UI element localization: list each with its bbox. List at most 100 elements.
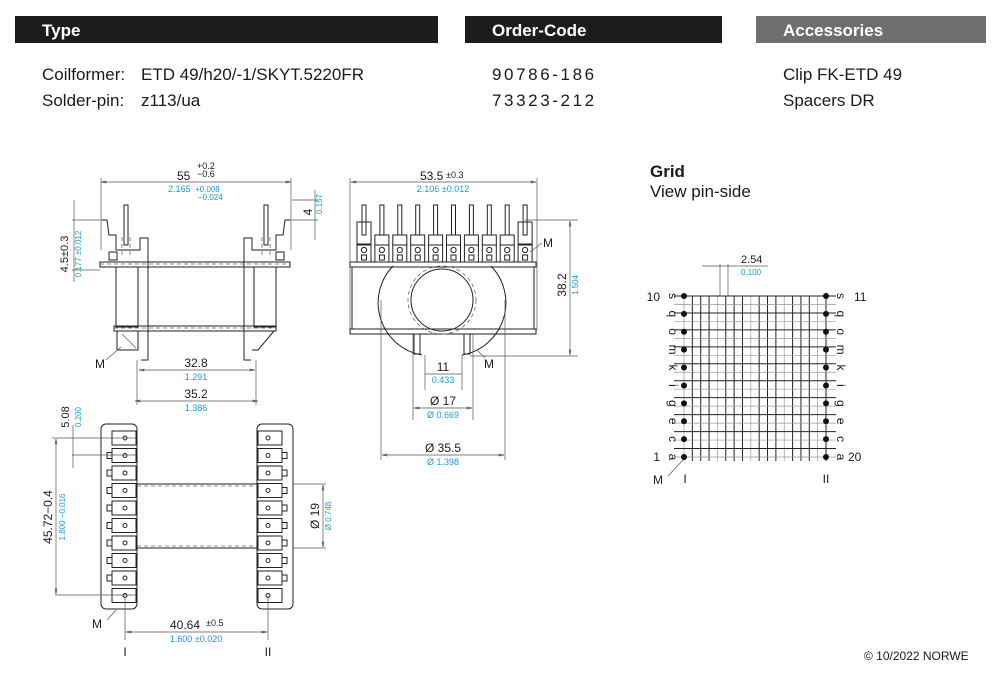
pin-row-length-in: 1.800 −0.016 [58, 493, 67, 540]
outer-width-in: 1.386 [185, 403, 208, 413]
coilformer-label: Coilformer: [42, 65, 126, 84]
front-marker-m-top: M [543, 236, 553, 250]
solder-pin-value: z113/ua [141, 91, 201, 110]
grid-pin-10: 10 [647, 290, 661, 304]
front-pin [410, 204, 426, 263]
grid-subtitle: View pin-side [650, 182, 751, 201]
front-pin [463, 204, 479, 263]
side-width-in: 2.165 [168, 184, 191, 194]
pin-spacing-tol: ±0.5 [206, 618, 223, 628]
grid-pitch-dim: 2.54 [741, 254, 762, 266]
side-label-ii: II [265, 645, 272, 659]
front-pin [374, 204, 390, 263]
bottom-pad-left [106, 553, 137, 568]
grid-pin-dot [681, 382, 687, 389]
flange-diameter-dim: Ø 35.5 [425, 441, 461, 455]
bottom-pad-right [257, 588, 283, 603]
bottom-pad-left [106, 500, 137, 516]
order-code-coilformer: 90786-186 [492, 65, 597, 84]
solder-pin-label: Solder-pin: [42, 91, 125, 110]
side-label-i: I [123, 645, 126, 659]
bottom-pad-left [106, 518, 137, 533]
bottom-pad-right [257, 483, 288, 498]
grid-pin-dot [823, 418, 829, 425]
bottom-pad-left [106, 483, 137, 498]
grid-side-label-i: I [683, 472, 686, 486]
grid-pin-dot [681, 328, 687, 335]
grid-row-letter: c [666, 436, 680, 442]
side-width-dim: 55 [177, 169, 191, 183]
front-height-dim: 38.2 [555, 273, 569, 297]
bottom-pad-right [257, 553, 288, 568]
front-width-dim: 53.5 [420, 169, 444, 183]
front-pin [392, 204, 408, 263]
grid-pin-dot [823, 346, 829, 353]
front-pin [446, 204, 461, 263]
outer-width-dim: 35.2 [184, 387, 208, 401]
grid-side-label-ii: II [823, 472, 830, 486]
grid-title: Grid [650, 162, 685, 181]
bottom-pad-left [106, 448, 137, 463]
grid-row-letter: c [834, 436, 848, 442]
pin-pitch-dim: 5.08 [60, 406, 72, 427]
front-width-in: 2.106 ±0.012 [417, 184, 469, 194]
grid-row-letter: s [834, 293, 848, 299]
pin-spacing-in: 1.600 ±0.020 [170, 634, 222, 644]
bottom-pad-left [106, 535, 137, 551]
bottom-pad-left [106, 570, 137, 586]
pin-pitch-in: 0.200 [74, 406, 83, 427]
side-height-dim: 4.5±0.3 [59, 236, 71, 273]
flange-diameter-in: Ø 1.398 [427, 457, 459, 467]
pin-spacing-dim: 40.64 [170, 618, 200, 632]
bottom-pad-right [257, 535, 288, 551]
grid-row-letter: e [666, 418, 680, 425]
pin-length-in: 0.157 [315, 193, 324, 214]
grid-row-letter: o [834, 328, 848, 335]
front-pin [517, 204, 533, 263]
accessory-clip: Clip FK-ETD 49 [783, 65, 903, 84]
order-code-solder-pin: 73323-212 [492, 91, 597, 110]
grid-pin-dot [681, 400, 687, 407]
type-header: Type [15, 16, 438, 43]
side-width-tol-minus: −0.6 [197, 169, 215, 179]
bottom-pad-right [257, 465, 288, 481]
grid-pin-dot [823, 436, 829, 443]
front-pin [428, 204, 444, 263]
side-width-tol-plus: +0.2 [197, 161, 215, 171]
inner-width-dim: 32.8 [184, 356, 208, 370]
front-pin [481, 204, 497, 263]
bottom-pad-left [106, 465, 137, 481]
pin-length-dim: 4 [301, 208, 315, 215]
bottom-pad-right [257, 518, 288, 533]
grid-pin-dot [823, 310, 829, 317]
grid-row-letter: m [834, 345, 848, 355]
grid-pin-dot [823, 328, 829, 335]
bottom-pad-right [257, 570, 288, 586]
front-pin [356, 204, 372, 263]
grid-pin-dot [823, 382, 829, 389]
grid-row-letter: a [666, 454, 680, 461]
grid-pin-20: 20 [848, 450, 862, 464]
side-width-in-tol-plus: +0.008 [195, 185, 220, 194]
front-height-in: 1.504 [571, 274, 580, 295]
pin-row-length-dim: 45.72−0.4 [41, 490, 55, 544]
grid-row-letter: s [666, 293, 680, 299]
side-view: 55 +0.2 −0.6 2.165 +0.008 −0.024 4 0.157… [59, 161, 324, 413]
bottom-pad-right [257, 430, 283, 446]
side-marker-m: M [95, 357, 105, 371]
inner-width-in: 1.291 [185, 372, 208, 382]
grid-row-letter: k [666, 365, 680, 372]
winding-diameter-in: Ø 0.748 [324, 501, 333, 530]
grid-row-letter: i [834, 384, 848, 387]
grid-row-letter: g [666, 400, 680, 407]
grid-pin-dot [681, 293, 687, 299]
copyright-footer: © 10/2022 NORWE [864, 649, 969, 663]
accessory-spacers: Spacers DR [783, 91, 875, 110]
core-diameter-in: Ø 0.669 [427, 410, 459, 420]
coilformer-value: ETD 49/h20/-1/SKYT.5220FR [141, 65, 365, 84]
order-code-header: Order-Code [465, 16, 722, 43]
grid-row-letter: q [666, 311, 680, 318]
grid-row-letter: i [666, 384, 680, 387]
grid-row-letter: a [834, 454, 848, 461]
